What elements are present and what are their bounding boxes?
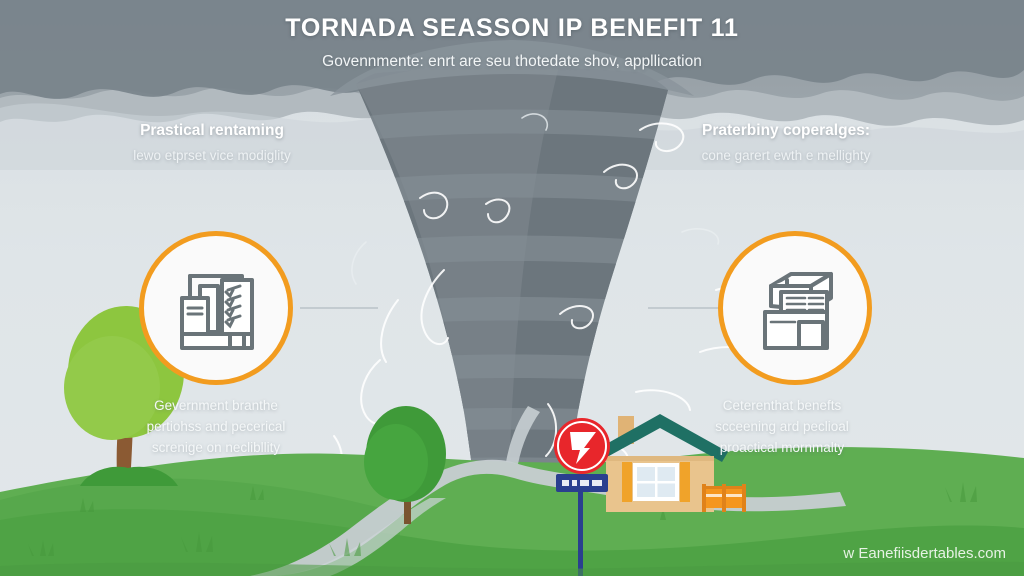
watermark-prefix: w [843,545,855,562]
orange-fence [702,484,746,512]
archive-box-file-icon [747,260,843,357]
panel-right-icon-circle[interactable] [718,231,872,385]
panel-left-icon-circle[interactable] [139,231,293,385]
panel-right-body: Ceterenthat benefts scceening ard peclio… [632,396,932,459]
house-illustration [592,414,728,512]
panel-left-header: Prastical rentaming lewo etprset vice mo… [62,122,362,163]
watermark: w Eanefiisdertables.com [843,545,1006,562]
connector-line-left [300,307,378,309]
document-checklist-icon [168,260,264,357]
panel-right-body-line-2: scceening ard peclioal [715,418,849,434]
panel-left-body-line-1: Gevernment branthe [154,398,278,413]
watermark-text: Eanefiisdertables.com [858,545,1006,562]
connector-line-right [648,307,720,309]
panel-right-header: Praterbiny coperalges: cone garert ewth … [636,122,936,163]
panel-right-heading: Praterbiny coperalges: [702,122,870,139]
panel-left-heading: Prastical rentaming [140,122,284,139]
tree-center [364,406,446,524]
page-subtitle: Govennmente: enrt are seu thotedate shov… [322,53,702,70]
title-block: TORNADA SEASSON IP BENEFIT 11 Govennment… [0,14,1024,71]
panel-right-subheading: cone garert ewth e mellighty [701,148,871,163]
panel-right-body-line-3: proactical mornmalty [719,439,845,455]
panel-right-body-line-1: Ceterenthat benefts [722,398,842,413]
panel-left-body-line-3: screnige on neclibllity [151,439,281,455]
tornado-warning-sign [554,418,610,576]
panel-left-body-line-2: pertiohss and pecerical [146,418,286,434]
panel-left-subheading: lewo etprset vice modiglity [133,148,291,163]
page-title: TORNADA SEASSON IP BENEFIT 11 [285,14,739,42]
panel-left-body: Gevernment branthe pertiohss and peceric… [66,396,366,459]
